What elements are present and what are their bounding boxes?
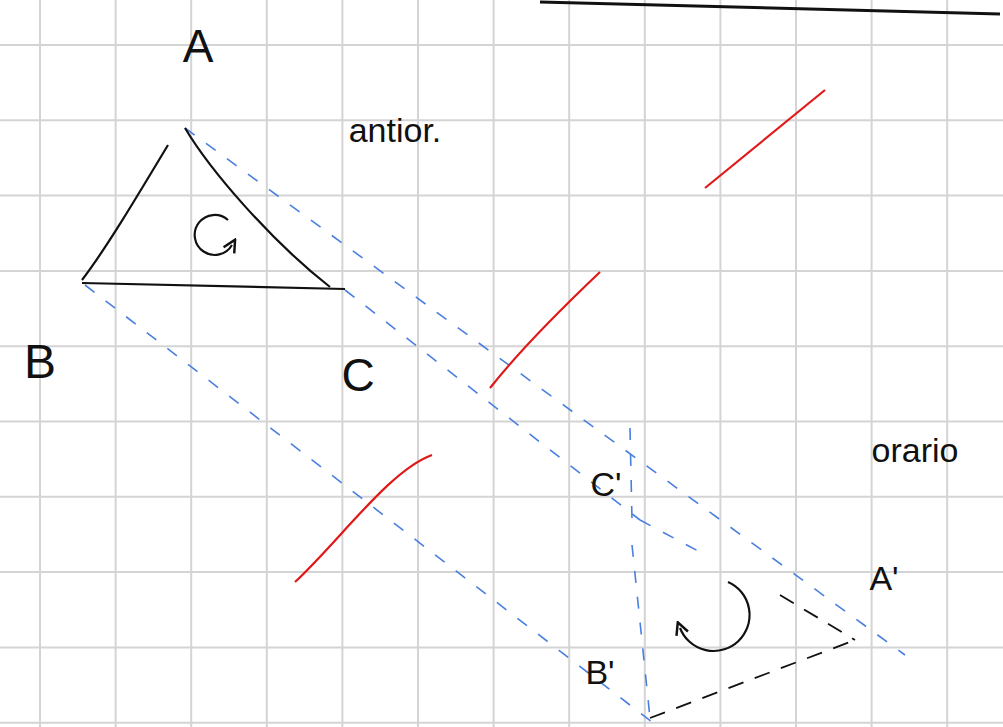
grid-line xyxy=(0,195,1003,197)
point-label: C xyxy=(341,352,374,398)
counterclockwise-arrow xyxy=(195,215,232,255)
clockwise-arrow xyxy=(680,582,750,651)
projection-lines xyxy=(85,128,905,722)
grid-line xyxy=(644,0,646,727)
grid-line xyxy=(417,0,419,727)
point-label: B xyxy=(24,338,56,386)
grid-line xyxy=(0,722,1003,724)
top-stroke xyxy=(540,2,1000,14)
mirror-line xyxy=(295,90,825,582)
grid-line xyxy=(493,0,495,727)
grid-line xyxy=(0,119,1003,121)
point-label: antior. xyxy=(349,113,442,147)
point-label: C' xyxy=(590,467,621,501)
point-label: A xyxy=(183,23,214,69)
grid-line xyxy=(0,44,1003,46)
grid-line xyxy=(0,345,1003,347)
triangle-abc xyxy=(82,128,345,289)
grid-line xyxy=(115,0,117,727)
grid-line xyxy=(0,421,1003,423)
grid-line xyxy=(0,496,1003,498)
grid-line xyxy=(795,0,797,727)
reflected-triangle xyxy=(650,595,855,718)
grid-line xyxy=(0,646,1003,648)
grid-line xyxy=(568,0,570,727)
grid-line xyxy=(0,270,1003,272)
grid-line xyxy=(871,0,873,727)
grid-line xyxy=(266,0,268,727)
grid-line xyxy=(190,0,192,727)
point-label: B' xyxy=(585,655,614,689)
grid-line xyxy=(719,0,721,727)
point-label: orario xyxy=(872,433,959,467)
point-label: A' xyxy=(869,561,898,595)
grid-line xyxy=(0,571,1003,573)
grid-line xyxy=(946,0,948,727)
